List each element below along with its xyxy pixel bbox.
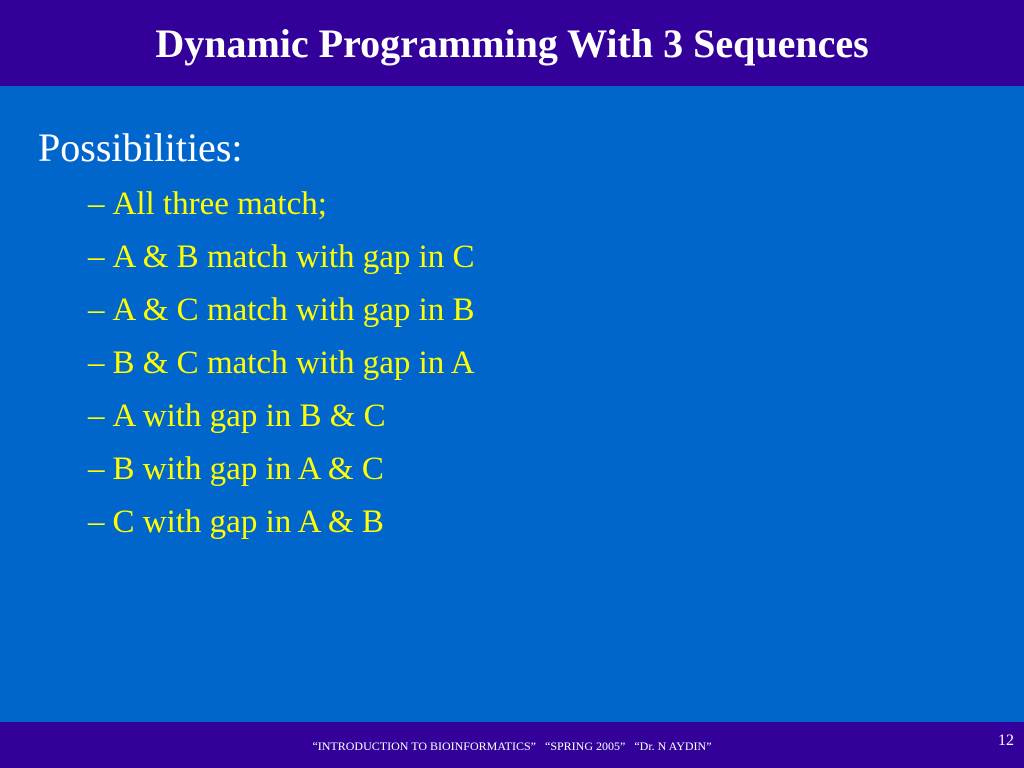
slide-title: Dynamic Programming With 3 Sequences	[155, 21, 869, 66]
title-bar: Dynamic Programming With 3 Sequences	[0, 0, 1024, 86]
list-item: –A & C match with gap in B	[88, 284, 475, 337]
bullet-text: A & C match with gap in B	[112, 292, 475, 328]
page-number: 12	[998, 732, 1014, 749]
list-item: –C with gap in A & B	[88, 496, 475, 549]
footer-bar: “INTRODUCTION TO BIOINFORMATICS” “SPRING…	[0, 722, 1024, 768]
list-item: –A & B match with gap in C	[88, 231, 475, 284]
bullet-text: A with gap in B & C	[112, 398, 386, 434]
possibilities-list: –All three match; –A & B match with gap …	[88, 178, 475, 549]
bullet-text: All three match;	[112, 186, 327, 222]
list-item: –All three match;	[88, 178, 475, 231]
bullet-text: A & B match with gap in C	[112, 239, 475, 275]
bullet-dash: –	[88, 398, 105, 434]
list-item: –B with gap in A & C	[88, 443, 475, 496]
bullet-dash: –	[88, 292, 105, 328]
bullet-dash: –	[88, 504, 105, 540]
list-item: –A with gap in B & C	[88, 390, 475, 443]
slide-content: Possibilities: –All three match; –A & B …	[0, 86, 1024, 722]
bullet-text: C with gap in A & B	[112, 504, 384, 540]
bullet-dash: –	[88, 451, 105, 487]
bullet-text: B & C match with gap in A	[112, 345, 475, 381]
bullet-dash: –	[88, 186, 105, 222]
footer-text: “INTRODUCTION TO BIOINFORMATICS” “SPRING…	[312, 739, 712, 753]
slide-heading: Possibilities:	[38, 125, 243, 170]
bullet-text: B with gap in A & C	[112, 451, 384, 487]
bullet-dash: –	[88, 239, 105, 275]
list-item: –B & C match with gap in A	[88, 337, 475, 390]
bullet-dash: –	[88, 345, 105, 381]
